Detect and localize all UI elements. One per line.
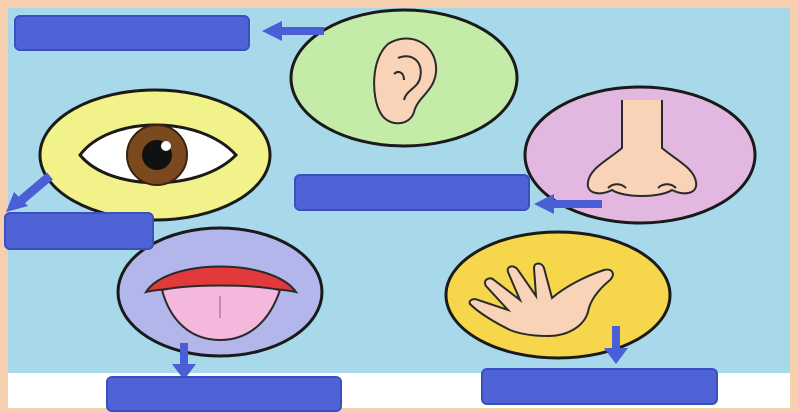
ear-illustration xyxy=(291,10,517,146)
ear-label-box[interactable] xyxy=(14,15,250,51)
eye-label-box[interactable] xyxy=(4,212,154,250)
nose-label-box[interactable] xyxy=(294,174,530,211)
hand-illustration xyxy=(446,232,670,358)
eye-illustration xyxy=(40,90,270,220)
tongue-label-box[interactable] xyxy=(106,376,342,412)
arrow-eye xyxy=(6,176,50,212)
hand-label-box[interactable] xyxy=(481,368,718,405)
